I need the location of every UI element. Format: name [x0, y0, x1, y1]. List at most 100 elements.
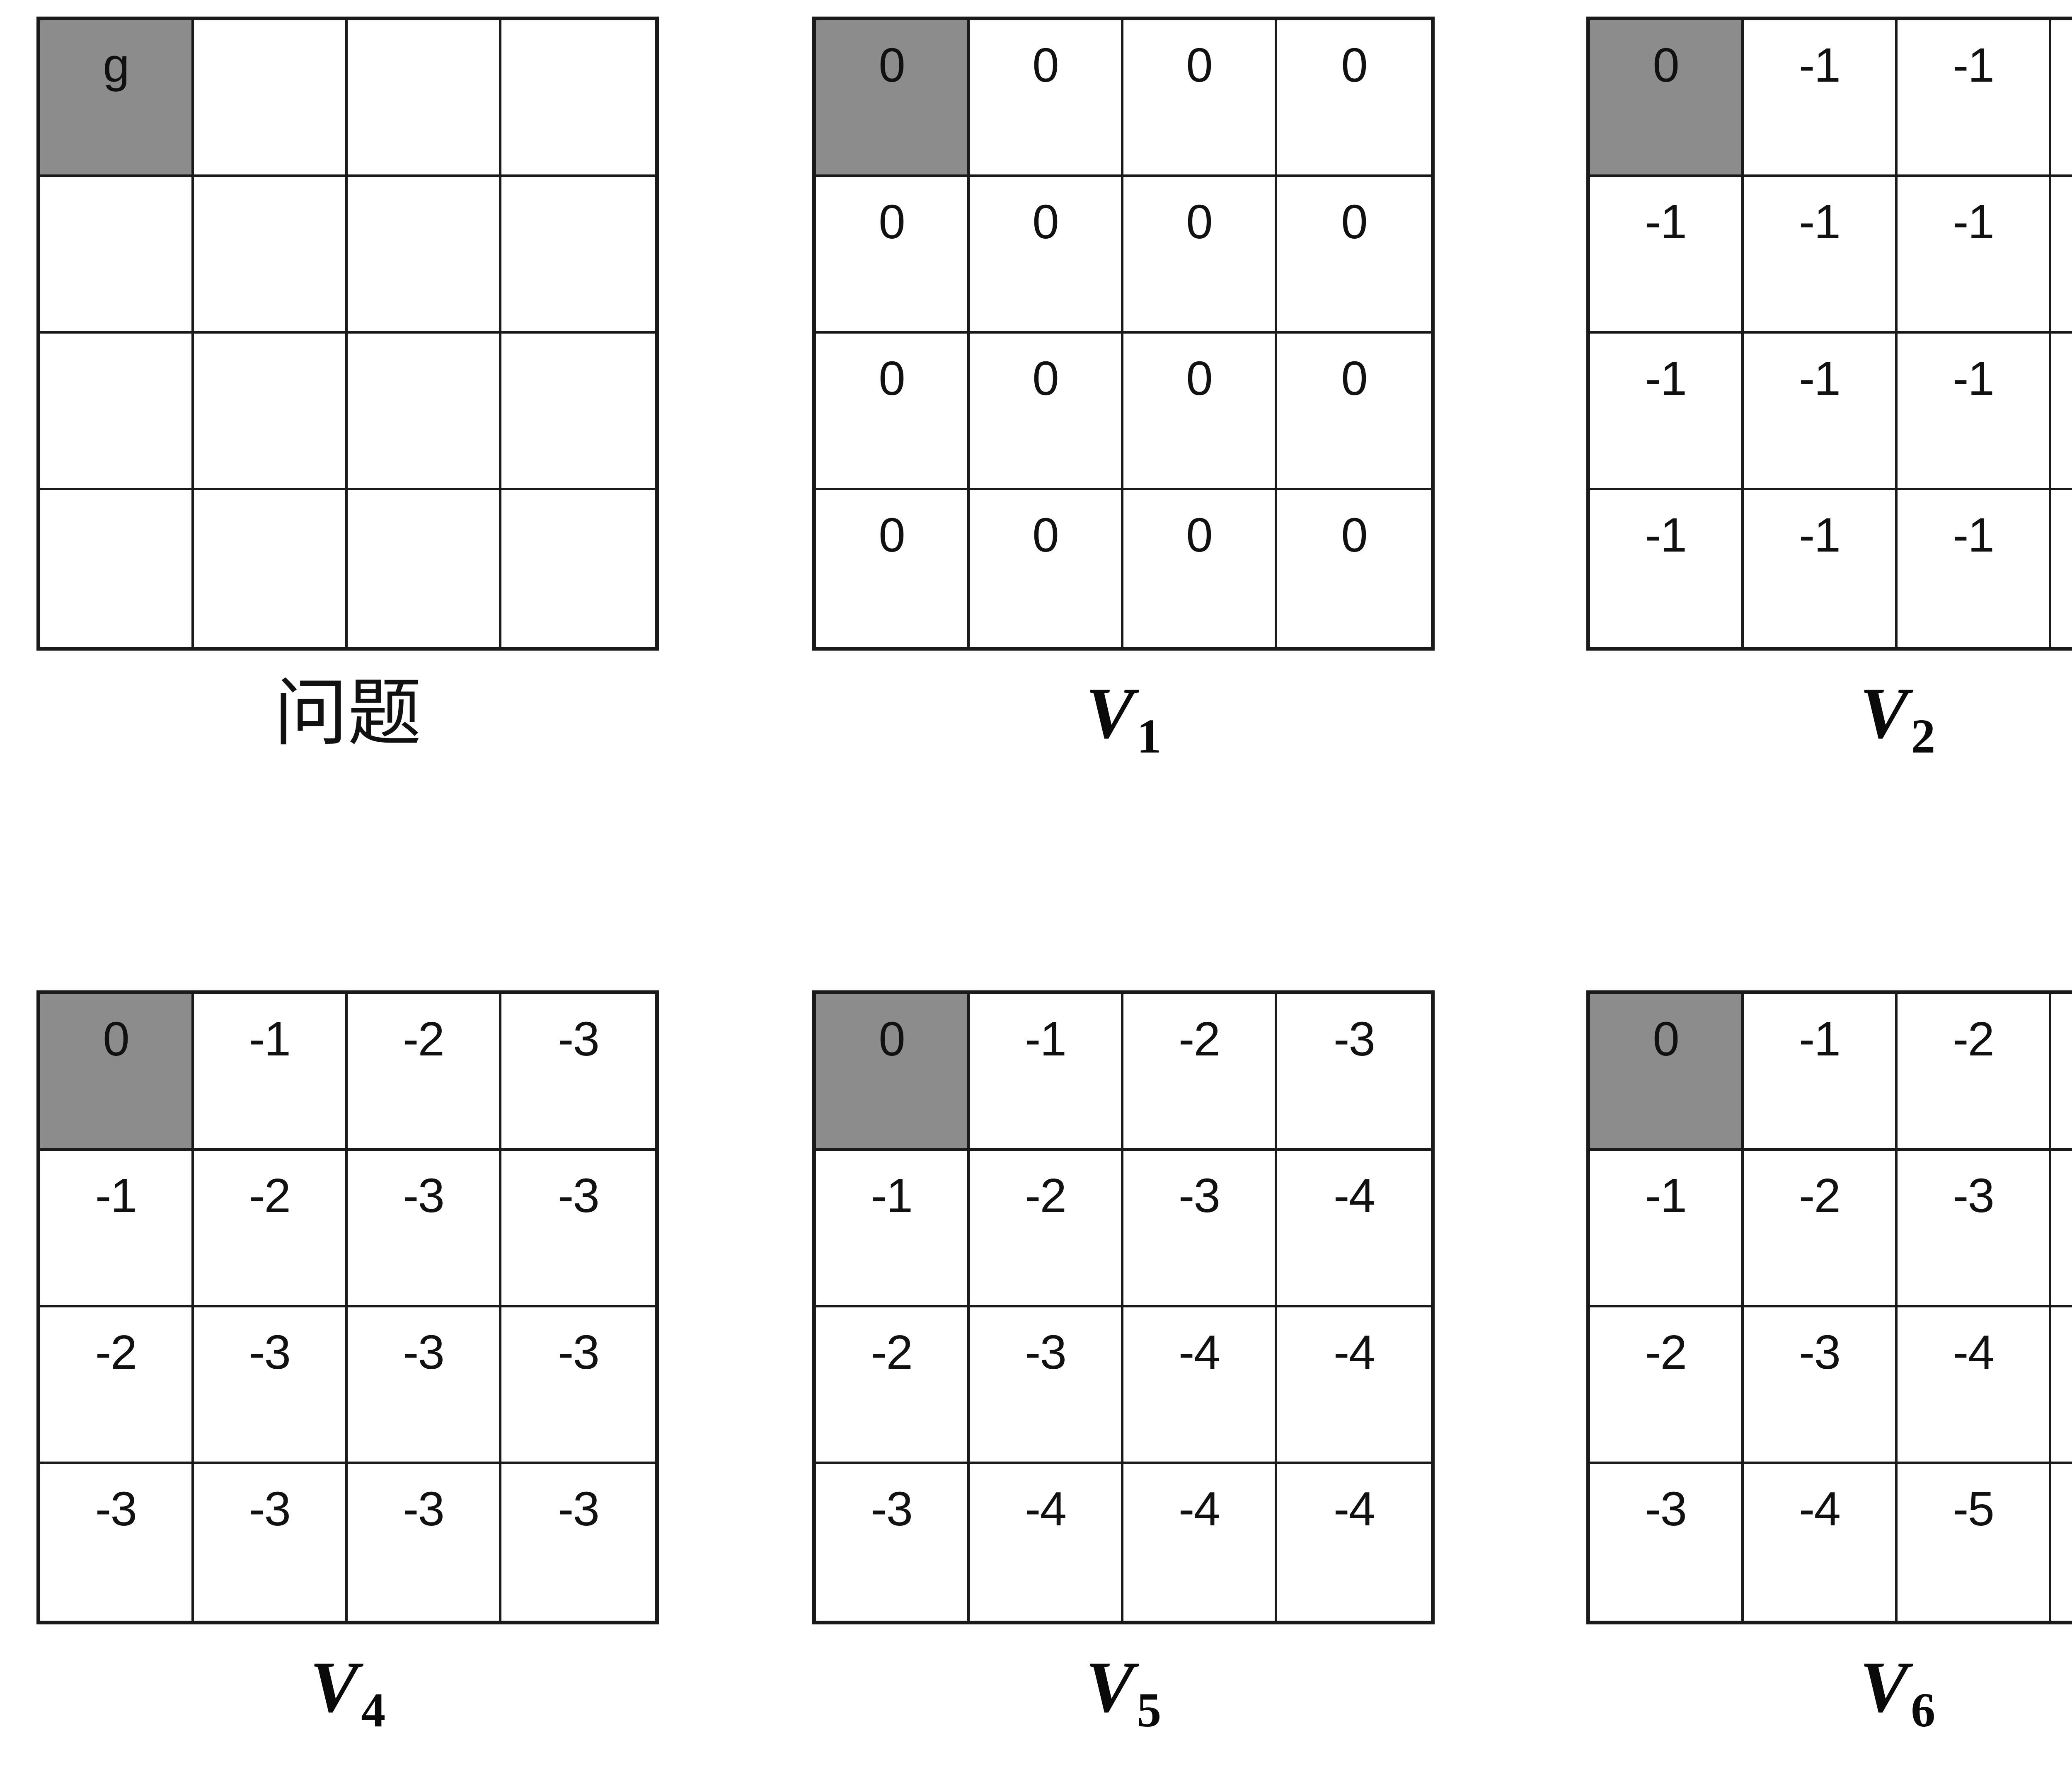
grid-cell: -4	[2051, 1151, 2072, 1307]
grid-cell	[194, 177, 348, 334]
panel-caption-text: V1	[1086, 673, 1161, 763]
caption-symbol: V	[1859, 673, 1909, 754]
grid-cell: -3	[1277, 994, 1431, 1151]
value-grid-panel: 0-1-1-1-1-1-1-1-1-1-1-1-1-1-1-1V2	[1586, 17, 2072, 763]
grid-cell: -3	[194, 1464, 348, 1621]
grid-cell: -5	[2051, 1464, 2072, 1621]
grid-cell: -1	[1744, 334, 1898, 490]
grid-cell	[40, 177, 194, 334]
panel-caption-text: 问题	[274, 673, 421, 755]
grid-cell-start: 0	[1590, 994, 1744, 1151]
grid-cell-start: 0	[1590, 20, 1744, 177]
grid-cell: -2	[1590, 1307, 1744, 1464]
grid-cell: -4	[1277, 1151, 1431, 1307]
grid-cell: -4	[1898, 1307, 2051, 1464]
panel-caption-text: V6	[1860, 1647, 1935, 1737]
grid-cell: -3	[501, 994, 655, 1151]
grid-cell: -1	[2051, 177, 2072, 334]
caption-subscript: 2	[1911, 709, 1936, 764]
grid-cell: -4	[1123, 1307, 1277, 1464]
grid-cell: -3	[40, 1464, 194, 1621]
value-grid: 0-1-2-3-1-2-3-4-2-3-4-4-3-4-4-4	[812, 990, 1435, 1624]
panel-caption: V1	[812, 673, 1435, 763]
grid-cell: 0	[970, 334, 1123, 490]
grid-cell: -2	[816, 1307, 970, 1464]
caption-subscript: 5	[1137, 1683, 1162, 1738]
grid-cell: -2	[1123, 994, 1277, 1151]
grid-cell-start: 0	[816, 994, 970, 1151]
value-grid: 0-1-2-3-1-2-3-4-2-3-4-5-3-4-5-5	[1586, 990, 2072, 1624]
grid-cell	[40, 334, 194, 490]
grid-cell: -4	[970, 1464, 1123, 1621]
grid-cell: -3	[501, 1151, 655, 1307]
grid-cell: -2	[970, 1151, 1123, 1307]
grid-cell	[194, 490, 348, 647]
grid-cell: -1	[1744, 994, 1898, 1151]
grid-cell: -1	[816, 1151, 970, 1307]
grid-cell: -1	[970, 994, 1123, 1151]
panel-caption-text: V2	[1859, 673, 1935, 763]
panel-caption: V4	[36, 1647, 659, 1737]
caption-subscript: 4	[361, 1683, 386, 1738]
grid-cell	[348, 490, 501, 647]
grid-cell: 0	[1123, 177, 1277, 334]
grid-cell: -1	[1744, 490, 1898, 647]
grid-cell: 0	[1123, 20, 1277, 177]
grid-cell: -1	[2051, 490, 2072, 647]
value-grid: 0-1-2-3-1-2-3-3-2-3-3-3-3-3-3-3	[36, 990, 659, 1624]
grid-cell: -1	[1898, 177, 2051, 334]
grid-cell-start: 0	[40, 994, 194, 1151]
grid-cell: -1	[1898, 490, 2051, 647]
grid-cell	[501, 20, 655, 177]
value-grid: 0-1-1-1-1-1-1-1-1-1-1-1-1-1-1-1	[1586, 17, 2072, 651]
value-grid-panel: 0-1-2-3-1-2-3-4-2-3-4-5-3-4-5-5V6	[1586, 990, 2072, 1737]
grid-cell	[501, 334, 655, 490]
grid-cell: -1	[1590, 1151, 1744, 1307]
caption-symbol: V	[1085, 1647, 1135, 1728]
grid-cell: -2	[40, 1307, 194, 1464]
grid-cell: 0	[816, 334, 970, 490]
grid-cell: -3	[1590, 1464, 1744, 1621]
grid-cell: -1	[2051, 334, 2072, 490]
grid-cell	[194, 334, 348, 490]
grid-cell: -2	[1744, 1151, 1898, 1307]
grid-cell: 0	[1123, 334, 1277, 490]
grid-cell: -5	[1898, 1464, 2051, 1621]
grid-cell-start: 0	[816, 20, 970, 177]
grid-cell: -3	[816, 1464, 970, 1621]
grid-cell: -3	[194, 1307, 348, 1464]
grid-cell: -4	[1744, 1464, 1898, 1621]
grid-cell: -3	[1744, 1307, 1898, 1464]
grid-cell: -3	[348, 1151, 501, 1307]
grid-cell: -1	[1744, 177, 1898, 334]
grid-cell: -4	[1277, 1307, 1431, 1464]
grid-cell: -3	[1123, 1151, 1277, 1307]
grid-cell	[501, 490, 655, 647]
caption-subscript: 1	[1137, 709, 1162, 764]
panel-caption: V6	[1586, 1647, 2072, 1737]
caption-subscript: 6	[1911, 1683, 1936, 1738]
caption-symbol: V	[310, 1647, 359, 1728]
grid-cell: -1	[194, 994, 348, 1151]
grid-cell: -1	[1898, 20, 2051, 177]
grid-cell: 0	[1277, 20, 1431, 177]
grid-cell: -1	[1744, 20, 1898, 177]
grid-cell: -4	[1123, 1464, 1277, 1621]
grid-cell: 0	[970, 177, 1123, 334]
panel-caption: V5	[812, 1647, 1435, 1737]
grid-cell: -3	[348, 1307, 501, 1464]
grid-cell: -3	[1898, 1151, 2051, 1307]
grid-cell: -1	[1898, 334, 2051, 490]
grid-cell: 0	[816, 490, 970, 647]
grid-cell: -2	[1898, 994, 2051, 1151]
grid-cell: -5	[2051, 1307, 2072, 1464]
grid-cell: -1	[1590, 334, 1744, 490]
panel-caption-text: V5	[1085, 1647, 1161, 1737]
panel-caption: 问题	[36, 673, 659, 755]
panel-caption-text: V4	[310, 1647, 385, 1737]
panel-caption: V2	[1586, 673, 2072, 763]
